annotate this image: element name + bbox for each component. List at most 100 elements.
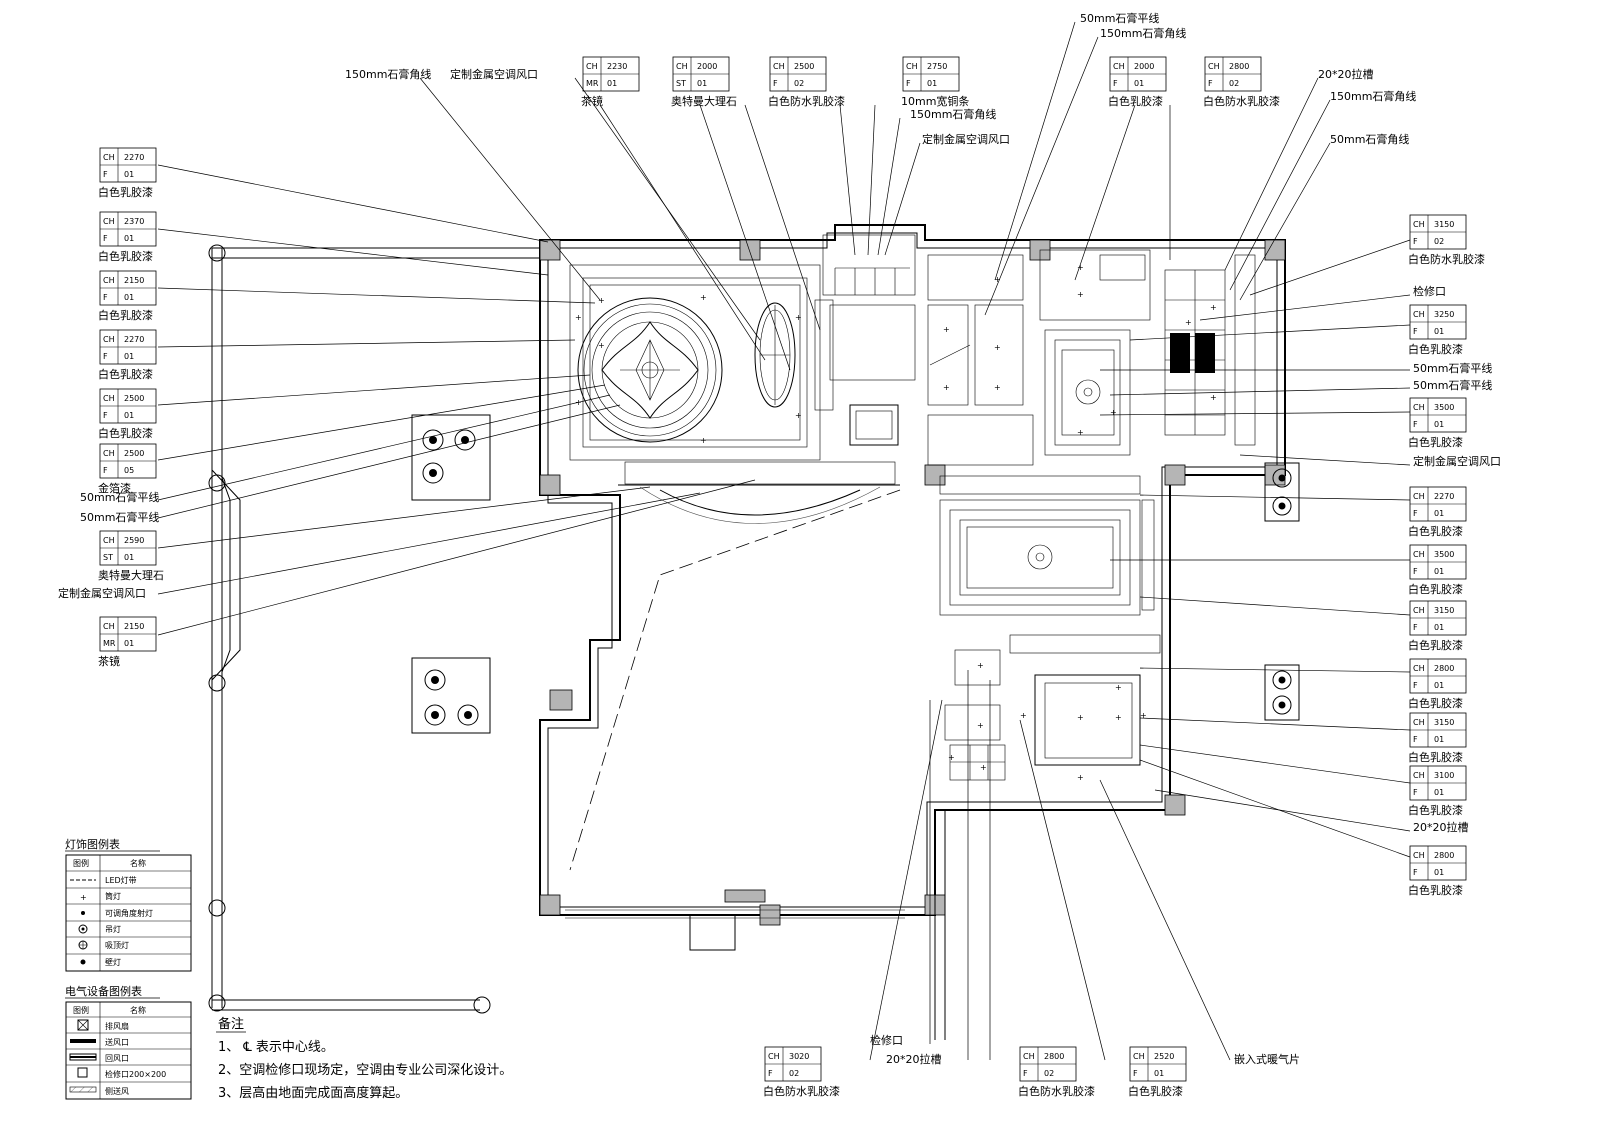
elec-legend-name-0: 排风扇 bbox=[105, 1021, 129, 1031]
tag-finish-value: 01 bbox=[1434, 735, 1444, 744]
remarks-line-2: 2、空调检修口现场定，空调由专业公司深化设计。 bbox=[218, 1063, 512, 1078]
tag-finish-value: 01 bbox=[1434, 509, 1444, 518]
tag-height-key: CH bbox=[773, 62, 785, 71]
tag-height-value: 2150 bbox=[124, 622, 144, 631]
note-50mm-flat-line-left-1: 50mm石膏平线 bbox=[80, 490, 159, 504]
tag-height-value: 3250 bbox=[1434, 310, 1454, 319]
tag-finish-value: 01 bbox=[1434, 788, 1444, 797]
elec-legend-name-2: 回风口 bbox=[105, 1054, 129, 1063]
tag-height-key: CH bbox=[103, 622, 115, 631]
tag-finish-key: F bbox=[1413, 788, 1418, 797]
tag-finish-key: F bbox=[906, 79, 911, 88]
tag-material-label: 白色乳胶漆 bbox=[1408, 696, 1463, 710]
tag-finish-key: F bbox=[1413, 735, 1418, 744]
tag-material-label: 白色乳胶漆 bbox=[1408, 750, 1463, 764]
note-embedded-radiator: 嵌入式暖气片 bbox=[1234, 1052, 1300, 1066]
svg-text:+: + bbox=[598, 341, 605, 350]
note-50mm-flat-line-right-2: 50mm石膏平线 bbox=[1413, 378, 1492, 392]
svg-text:+: + bbox=[1185, 318, 1192, 327]
tag-height-value: 2520 bbox=[1154, 1052, 1174, 1061]
tag-finish-key: F bbox=[103, 293, 108, 302]
note-20x20-groove-right: 20*20拉槽 bbox=[1413, 820, 1469, 834]
tag-finish-key: F bbox=[103, 352, 108, 361]
leader-lines bbox=[157, 21, 1411, 1061]
tag-height-value: 2270 bbox=[124, 335, 144, 344]
tag-height-value: 2230 bbox=[607, 62, 627, 71]
tag-finish-key: F bbox=[1208, 79, 1213, 88]
svg-text:+: + bbox=[994, 383, 1001, 392]
downlight-icon: + bbox=[80, 893, 87, 902]
svg-text:+: + bbox=[80, 893, 87, 902]
tag-finish-value: 02 bbox=[1044, 1069, 1054, 1078]
tag-material-label: 白色乳胶漆 bbox=[1408, 803, 1463, 817]
note-metal-ac-vent-right: 定制金属空调风口 bbox=[1413, 454, 1501, 468]
tag-finish-value: 01 bbox=[124, 352, 134, 361]
lamp-legend-title: 灯饰图例表 bbox=[65, 837, 120, 851]
tag-finish-value: 01 bbox=[124, 170, 134, 179]
svg-text:+: + bbox=[1140, 711, 1147, 720]
svg-text:+: + bbox=[994, 275, 1001, 284]
tag-material-label: 茶镜 bbox=[98, 654, 120, 668]
tag-finish-key: F bbox=[1023, 1069, 1028, 1078]
note-20x20-groove-bottom: 20*20拉槽 bbox=[886, 1052, 942, 1066]
svg-text:+: + bbox=[795, 313, 802, 322]
tag-finish-key: F bbox=[1413, 420, 1418, 429]
tag-finish-value: 01 bbox=[927, 79, 937, 88]
tag-finish-key: F bbox=[103, 411, 108, 420]
svg-text:+: + bbox=[795, 411, 802, 420]
tag-material-label: 10mm宽铜条 bbox=[901, 94, 969, 108]
tag-finish-key: F bbox=[1413, 623, 1418, 632]
svg-text:+: + bbox=[1077, 713, 1084, 722]
tag-height-value: 2500 bbox=[794, 62, 814, 71]
tag-height-key: CH bbox=[1413, 718, 1425, 727]
tag-height-key: CH bbox=[103, 153, 115, 162]
tag-finish-key: F bbox=[1113, 79, 1118, 88]
tag-height-key: CH bbox=[103, 536, 115, 545]
svg-text:+: + bbox=[1020, 711, 1027, 720]
tag-height-key: CH bbox=[1113, 62, 1125, 71]
lamp-legend-name-2: 可调角度射灯 bbox=[105, 908, 153, 918]
lamp-legend-name-4: 吸顶灯 bbox=[105, 940, 129, 950]
tag-height-value: 2590 bbox=[124, 536, 144, 545]
tag-height-key: CH bbox=[1413, 220, 1425, 229]
tag-material-label: 白色防水乳胶漆 bbox=[768, 94, 845, 108]
tag-material-label: 白色乳胶漆 bbox=[1408, 638, 1463, 652]
elec-legend-name-4: 侧送风 bbox=[105, 1086, 129, 1096]
tag-material-label: 白色乳胶漆 bbox=[98, 367, 153, 381]
tag-height-value: 3100 bbox=[1434, 771, 1454, 780]
lamp-legend-name-5: 壁灯 bbox=[105, 957, 121, 967]
tag-height-value: 3500 bbox=[1434, 403, 1454, 412]
note-150mm-cornice-right: 150mm石膏角线 bbox=[1330, 89, 1416, 103]
svg-text:+: + bbox=[943, 325, 950, 334]
svg-text:+: + bbox=[977, 721, 984, 730]
tag-height-value: 3150 bbox=[1434, 606, 1454, 615]
downlight-markers: ++ ++ ++ ++ ++ ++ ++ ++ ++ ++ ++ ++ ++ +… bbox=[575, 263, 1217, 782]
note-50mm-cornice-right: 50mm石膏角线 bbox=[1330, 132, 1409, 146]
tag-finish-key: F bbox=[773, 79, 778, 88]
electrical-legend: 电气设备图例表 图例 名称 排风扇 送风口 回风口 检修口200×200 侧送风 bbox=[65, 984, 192, 1100]
tag-material-label: 白色防水乳胶漆 bbox=[1408, 252, 1485, 266]
note-metal-ac-vent-left: 定制金属空调风口 bbox=[58, 586, 146, 600]
lamp-legend-head-icon: 图例 bbox=[73, 858, 89, 868]
tag-height-value: 2150 bbox=[124, 276, 144, 285]
tag-height-value: 2270 bbox=[1434, 492, 1454, 501]
svg-text:+: + bbox=[598, 296, 605, 305]
ceiling-lamp-icon bbox=[78, 940, 88, 950]
tag-finish-value: 05 bbox=[124, 466, 134, 475]
tag-finish-key: F bbox=[1413, 509, 1418, 518]
note-150mm-cornice-mid: 150mm石膏角线 bbox=[910, 107, 996, 121]
return-vent-icon bbox=[69, 1053, 97, 1061]
svg-text:+: + bbox=[1077, 428, 1084, 437]
tag-finish-value: 02 bbox=[789, 1069, 799, 1078]
tag-finish-value: 01 bbox=[607, 79, 617, 88]
